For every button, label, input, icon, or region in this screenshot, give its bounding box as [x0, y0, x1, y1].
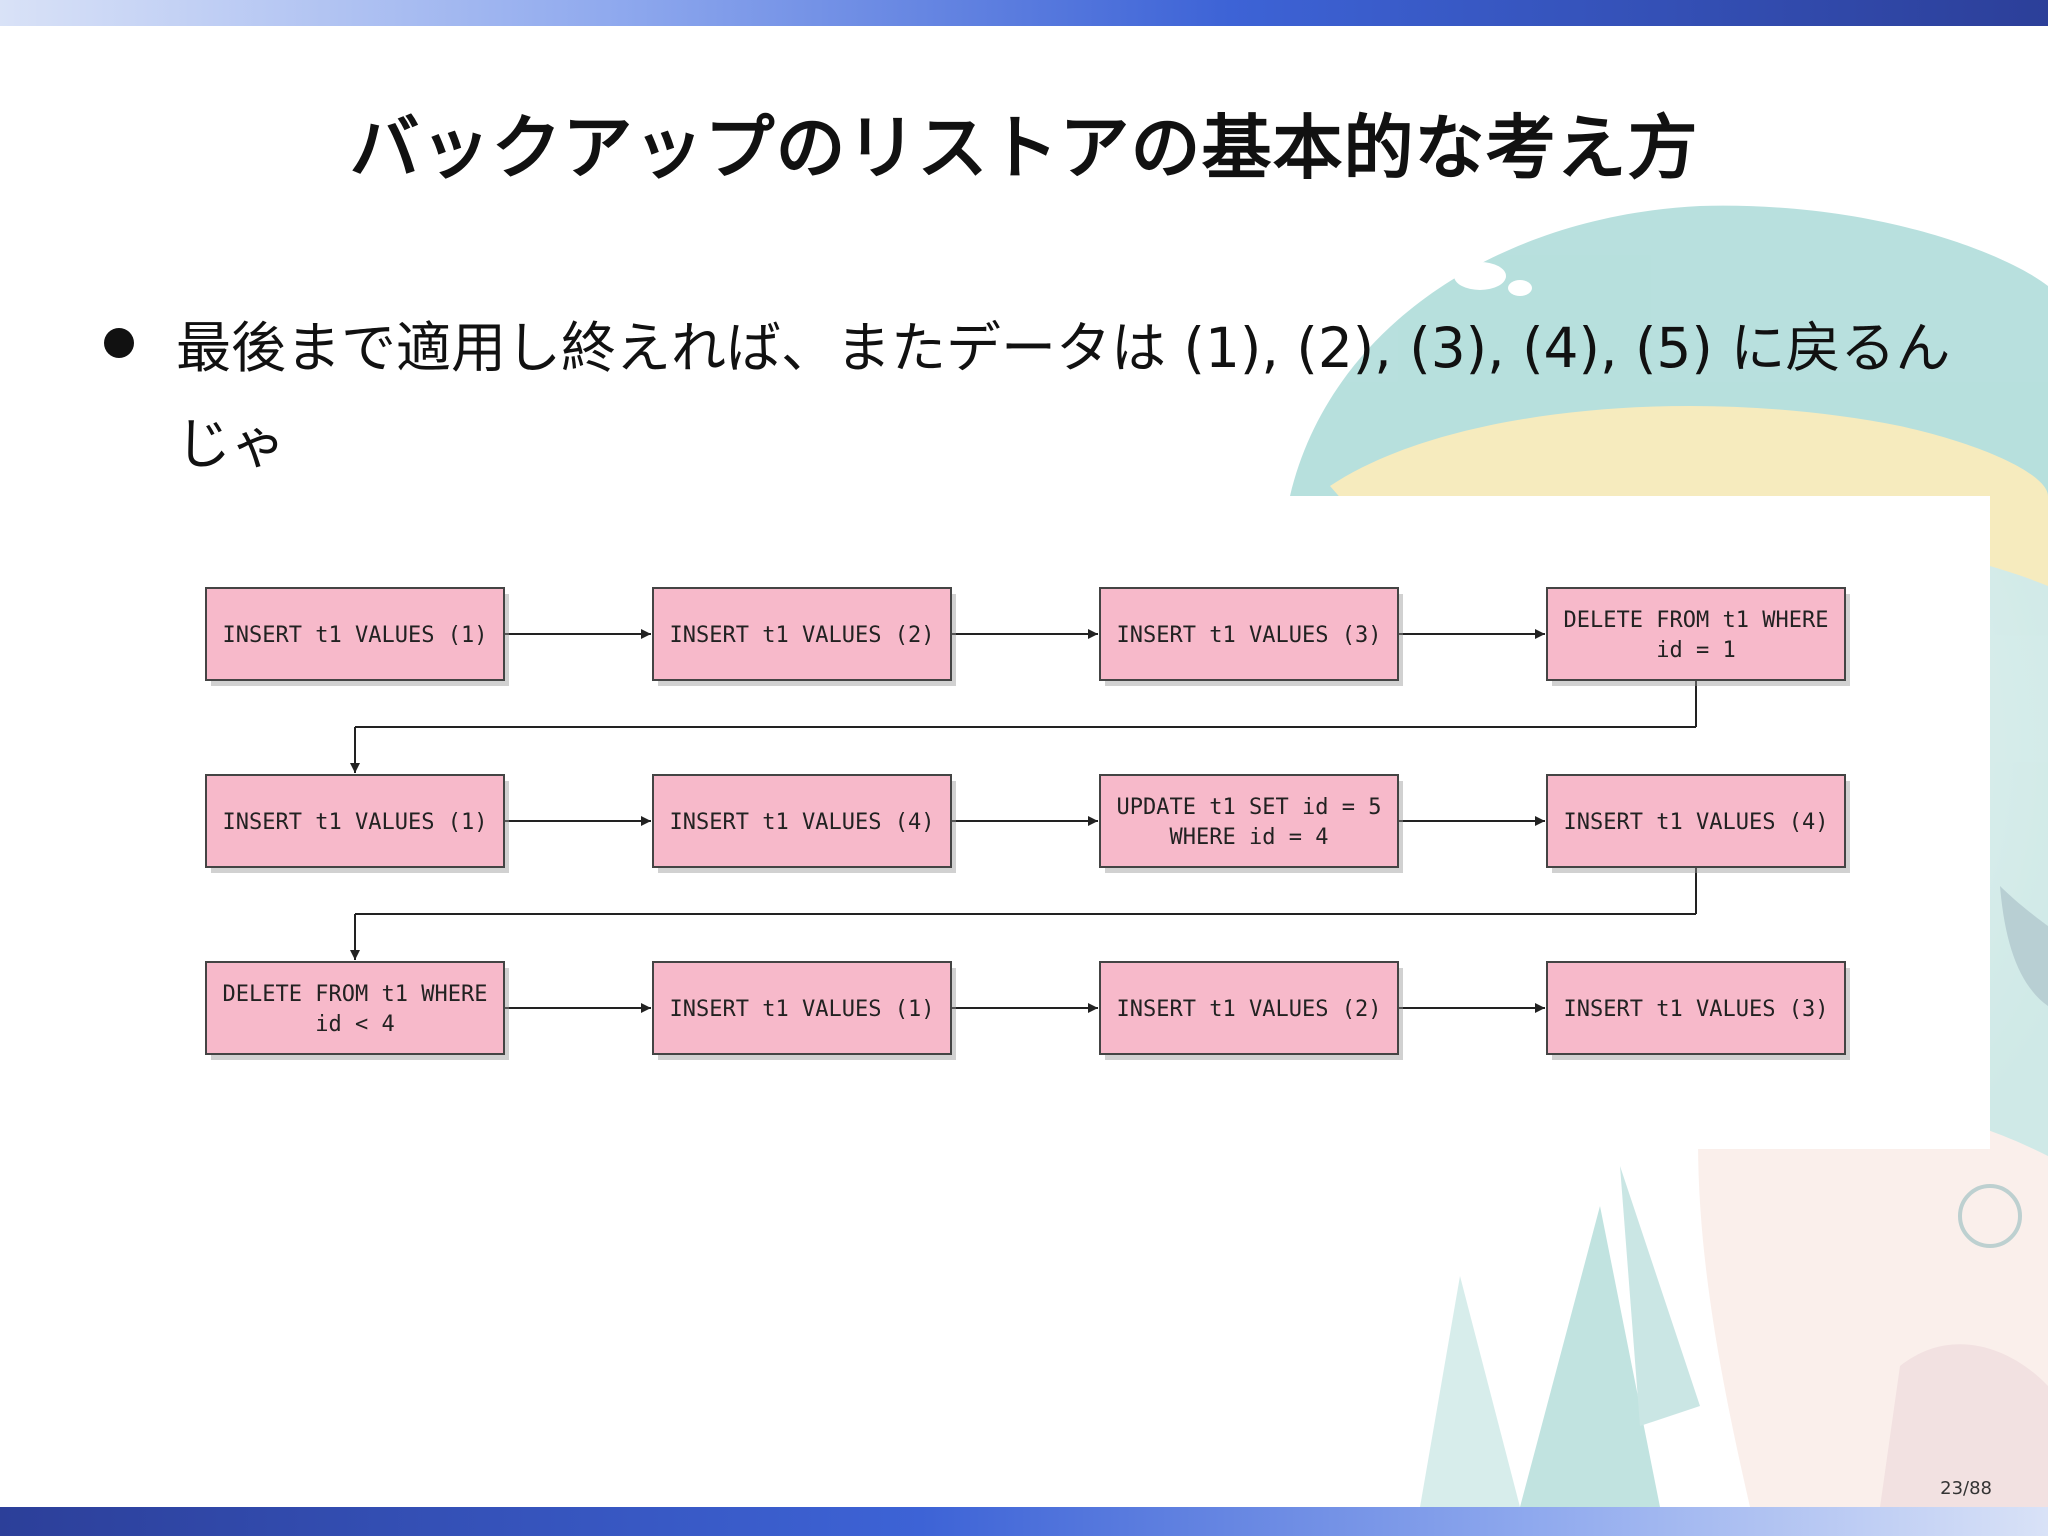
node-box: [205, 587, 505, 681]
flow-node-r2-c3: UPDATE t1 SET id = 5 WHERE id = 4: [1099, 774, 1403, 873]
flow-node-r2-c4: INSERT t1 VALUES (4): [1546, 774, 1850, 873]
node-box: [1099, 774, 1399, 868]
node-box: [205, 961, 505, 1055]
node-label: DELETE FROM t1 WHERE: [1564, 608, 1829, 633]
node-box: [652, 587, 952, 681]
slide-title: バックアップのリストアの基本的な考え方: [349, 107, 1699, 189]
node-box: [652, 961, 952, 1055]
node-label: id < 4: [315, 1012, 394, 1037]
node-box: [1546, 961, 1846, 1055]
flow-node-r2-c2: INSERT t1 VALUES (4): [652, 774, 956, 873]
flow-node-r3-c2: INSERT t1 VALUES (1): [652, 961, 956, 1060]
node-label: INSERT t1 VALUES (2): [670, 623, 935, 648]
node-label: INSERT t1 VALUES (1): [670, 997, 935, 1022]
flow-node-r1-c4: DELETE FROM t1 WHERE id = 1: [1546, 587, 1850, 686]
flow-node-r1-c3: INSERT t1 VALUES (3): [1099, 587, 1403, 686]
node-box: [1546, 774, 1846, 868]
node-label: UPDATE t1 SET id = 5: [1117, 795, 1382, 820]
flow-node-r1-c2: INSERT t1 VALUES (2): [652, 587, 956, 686]
node-label: INSERT t1 VALUES (1): [223, 623, 488, 648]
node-box: [205, 774, 505, 868]
flow-node-r1-c1: INSERT t1 VALUES (1): [205, 587, 509, 686]
node-label: INSERT t1 VALUES (4): [1564, 810, 1829, 835]
node-label: DELETE FROM t1 WHERE: [223, 982, 488, 1007]
flow-node-r3-c1: DELETE FROM t1 WHERE id < 4: [205, 961, 509, 1060]
flow-diagram: INSERT t1 VALUES (1) INSERT t1 VALUES (2)…: [205, 587, 1850, 1060]
top-accent-bar: [0, 0, 2048, 26]
node-box: [1099, 961, 1399, 1055]
node-label: INSERT t1 VALUES (3): [1564, 997, 1829, 1022]
node-label: id = 1: [1656, 638, 1735, 663]
page-number: 23/88: [1940, 1478, 1992, 1499]
flow-node-r3-c4: INSERT t1 VALUES (3): [1546, 961, 1850, 1060]
bottom-accent-bar: [0, 1507, 2048, 1536]
node-label: INSERT t1 VALUES (1): [223, 810, 488, 835]
node-box: [1546, 587, 1846, 681]
flow-node-r2-c1: INSERT t1 VALUES (1): [205, 774, 509, 873]
flow-node-r3-c3: INSERT t1 VALUES (2): [1099, 961, 1403, 1060]
node-label: INSERT t1 VALUES (4): [670, 810, 935, 835]
node-box: [1099, 587, 1399, 681]
flow-diagram-panel: INSERT t1 VALUES (1) INSERT t1 VALUES (2)…: [175, 496, 1990, 1149]
node-label: INSERT t1 VALUES (2): [1117, 997, 1382, 1022]
node-box: [652, 774, 952, 868]
bullet-text: 最後まで適用し終えれば、またデータは (1), (2), (3), (4), (…: [176, 316, 1951, 476]
bullet-dot-icon: [104, 328, 134, 358]
node-label: WHERE id = 4: [1170, 825, 1329, 850]
node-label: INSERT t1 VALUES (3): [1117, 623, 1382, 648]
